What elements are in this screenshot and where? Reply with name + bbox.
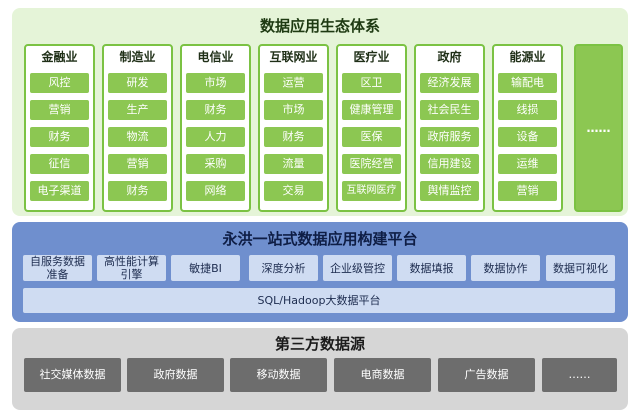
industry-item: 线损 [498,100,557,120]
industry-name: 能源业 [509,50,546,64]
platform-module: 高性能计算引擎 [97,255,166,281]
industry-item: 运维 [498,154,557,174]
industry-item: 健康管理 [342,100,401,120]
industry-item: 社会民生 [420,100,479,120]
data-source-ellipsis: …… [542,358,617,392]
industry-name: 电信业 [197,50,234,64]
industry-item: 营销 [108,154,167,174]
industry-item: 设备 [498,127,557,147]
data-source: 社交媒体数据 [24,358,121,392]
ecosystem-title: 数据应用生态体系 [259,17,380,35]
sql-hadoop-foundation: SQL/Hadoop大数据平台 [23,288,615,313]
industry-item: 网络 [186,181,245,201]
industry-name: 医疗业 [353,50,390,64]
industry-item: 物流 [108,127,167,147]
industry-item: 市场 [264,100,323,120]
industry-item: 征信 [30,154,89,174]
industry-government: 政府 经济发展 社会民生 政府服务 信用建设 舆情监控 [414,44,485,212]
data-source: 政府数据 [127,358,224,392]
industry-item: 采购 [186,154,245,174]
platform-layer: 永洪一站式数据应用构建平台 自服务数据准备 高性能计算引擎 敏捷BI 深度分析 … [12,222,628,322]
industry-name: 互联网业 [269,50,318,64]
industry-telecom: 电信业 市场 财务 人力 采购 网络 [180,44,251,212]
industry-item: 研发 [108,73,167,93]
industry-item: 输配电 [498,73,557,93]
platform-module: 数据可视化 [546,255,615,281]
platform-module: 数据协作 [471,255,540,281]
data-source: 电商数据 [334,358,431,392]
industry-item: 流量 [264,154,323,174]
industry-name: 政府 [437,50,462,64]
industry-finance: 金融业 风控 营销 财务 征信 电子渠道 [24,44,95,212]
industry-item: 医院经营 [342,154,401,174]
industry-item: 区卫 [342,73,401,93]
industry-more-ellipsis: …… [574,44,623,212]
industry-healthcare: 医疗业 区卫 健康管理 医保 医院经营 互联网医疗 [336,44,407,212]
industry-item: 人力 [186,127,245,147]
industry-item: 电子渠道 [30,181,89,201]
industry-item: 政府服务 [420,127,479,147]
industry-item: 营销 [498,181,557,201]
platform-module: 企业级管控 [323,255,392,281]
third-party-layer: 第三方数据源 社交媒体数据 政府数据 移动数据 电商数据 广告数据 …… [12,328,628,410]
data-source: 广告数据 [438,358,535,392]
industry-energy: 能源业 输配电 线损 设备 运维 营销 [492,44,563,212]
industry-item: 营销 [30,100,89,120]
industry-item: 财务 [108,181,167,201]
industry-item: 生产 [108,100,167,120]
data-source: 移动数据 [230,358,327,392]
ecosystem-layer: 数据应用生态体系 金融业 风控 营销 财务 征信 电子渠道 制造业 研发 生产 … [12,8,628,216]
industry-item: 信用建设 [420,154,479,174]
industry-item: 舆情监控 [420,181,479,201]
platform-title: 永洪一站式数据应用构建平台 [222,230,418,248]
industry-item: 医保 [342,127,401,147]
industry-item: 市场 [186,73,245,93]
industry-item: 运营 [264,73,323,93]
industry-manufacturing: 制造业 研发 生产 物流 营销 财务 [102,44,173,212]
industry-item: 财务 [30,127,89,147]
industry-item: 财务 [186,100,245,120]
industry-internet: 互联网业 运营 市场 财务 流量 交易 [258,44,329,212]
industry-item: 交易 [264,181,323,201]
industry-name: 金融业 [41,50,78,64]
industry-item: 财务 [264,127,323,147]
platform-module: 敏捷BI [171,255,240,281]
platform-module: 深度分析 [249,255,318,281]
platform-module: 自服务数据准备 [23,255,92,281]
industry-item: 风控 [30,73,89,93]
industry-item: 互联网医疗 [342,181,401,201]
platform-module: 数据填报 [397,255,466,281]
industry-item: 经济发展 [420,73,479,93]
third-party-title: 第三方数据源 [274,335,365,353]
industry-name: 制造业 [119,50,156,64]
